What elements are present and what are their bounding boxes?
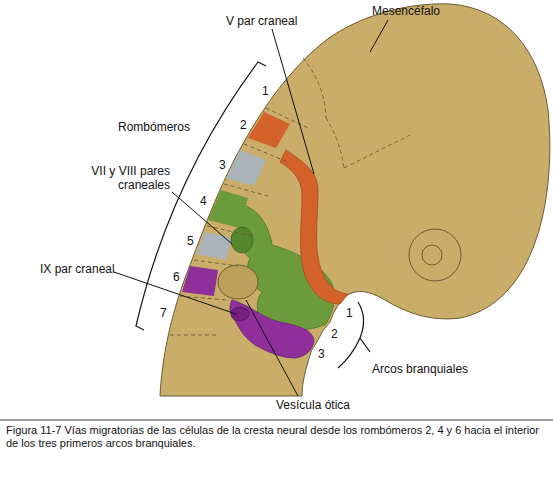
rhombomere-2 bbox=[248, 112, 290, 148]
arch-bracket bbox=[338, 302, 370, 368]
figure-caption: Figura 11-7 Vías migratorias de las célu… bbox=[6, 424, 547, 450]
embryo-body bbox=[160, 4, 550, 396]
rhombomere-4 bbox=[208, 190, 248, 228]
eye-outline bbox=[409, 229, 461, 281]
nerve-label: IX par craneal bbox=[40, 262, 115, 276]
nerve-label: V par craneal bbox=[226, 14, 297, 28]
callout-number: 2 bbox=[331, 327, 338, 341]
segment-boundaries bbox=[170, 58, 410, 335]
ganglion-ix bbox=[231, 307, 249, 321]
caption-rule bbox=[0, 420, 553, 421]
eye-lens bbox=[422, 245, 442, 265]
group-label: Rombómeros bbox=[118, 120, 190, 134]
rhombomere-bracket bbox=[136, 62, 266, 330]
structure-label: Mesencéfalo bbox=[372, 4, 440, 18]
callout-number: 1 bbox=[262, 84, 269, 98]
callout-number: 4 bbox=[200, 194, 207, 208]
callout-number: 1 bbox=[346, 306, 353, 320]
callout-number: 3 bbox=[318, 347, 325, 361]
group-label: Arcos branquiales bbox=[372, 362, 468, 376]
neural-crest-stream-6 bbox=[230, 300, 314, 358]
leader-lines bbox=[114, 20, 388, 396]
structure-label: Vesícula ótica bbox=[276, 398, 350, 412]
ganglion-vii-viii bbox=[231, 227, 253, 253]
nerve-label: VII y VIII pares craneales bbox=[80, 164, 170, 192]
caption-box: Figura 11-7 Vías migratorias de las célu… bbox=[6, 424, 547, 450]
callout-number: 5 bbox=[187, 234, 194, 248]
rhombomere-3 bbox=[226, 150, 266, 186]
callout-number: 2 bbox=[240, 118, 247, 132]
otic-vesicle bbox=[218, 265, 258, 299]
callout-number: 7 bbox=[160, 306, 167, 320]
callout-number: 3 bbox=[219, 158, 226, 172]
rhombomere-5 bbox=[196, 232, 232, 260]
rhombomere-6 bbox=[182, 266, 218, 296]
callout-number: 6 bbox=[173, 270, 180, 284]
